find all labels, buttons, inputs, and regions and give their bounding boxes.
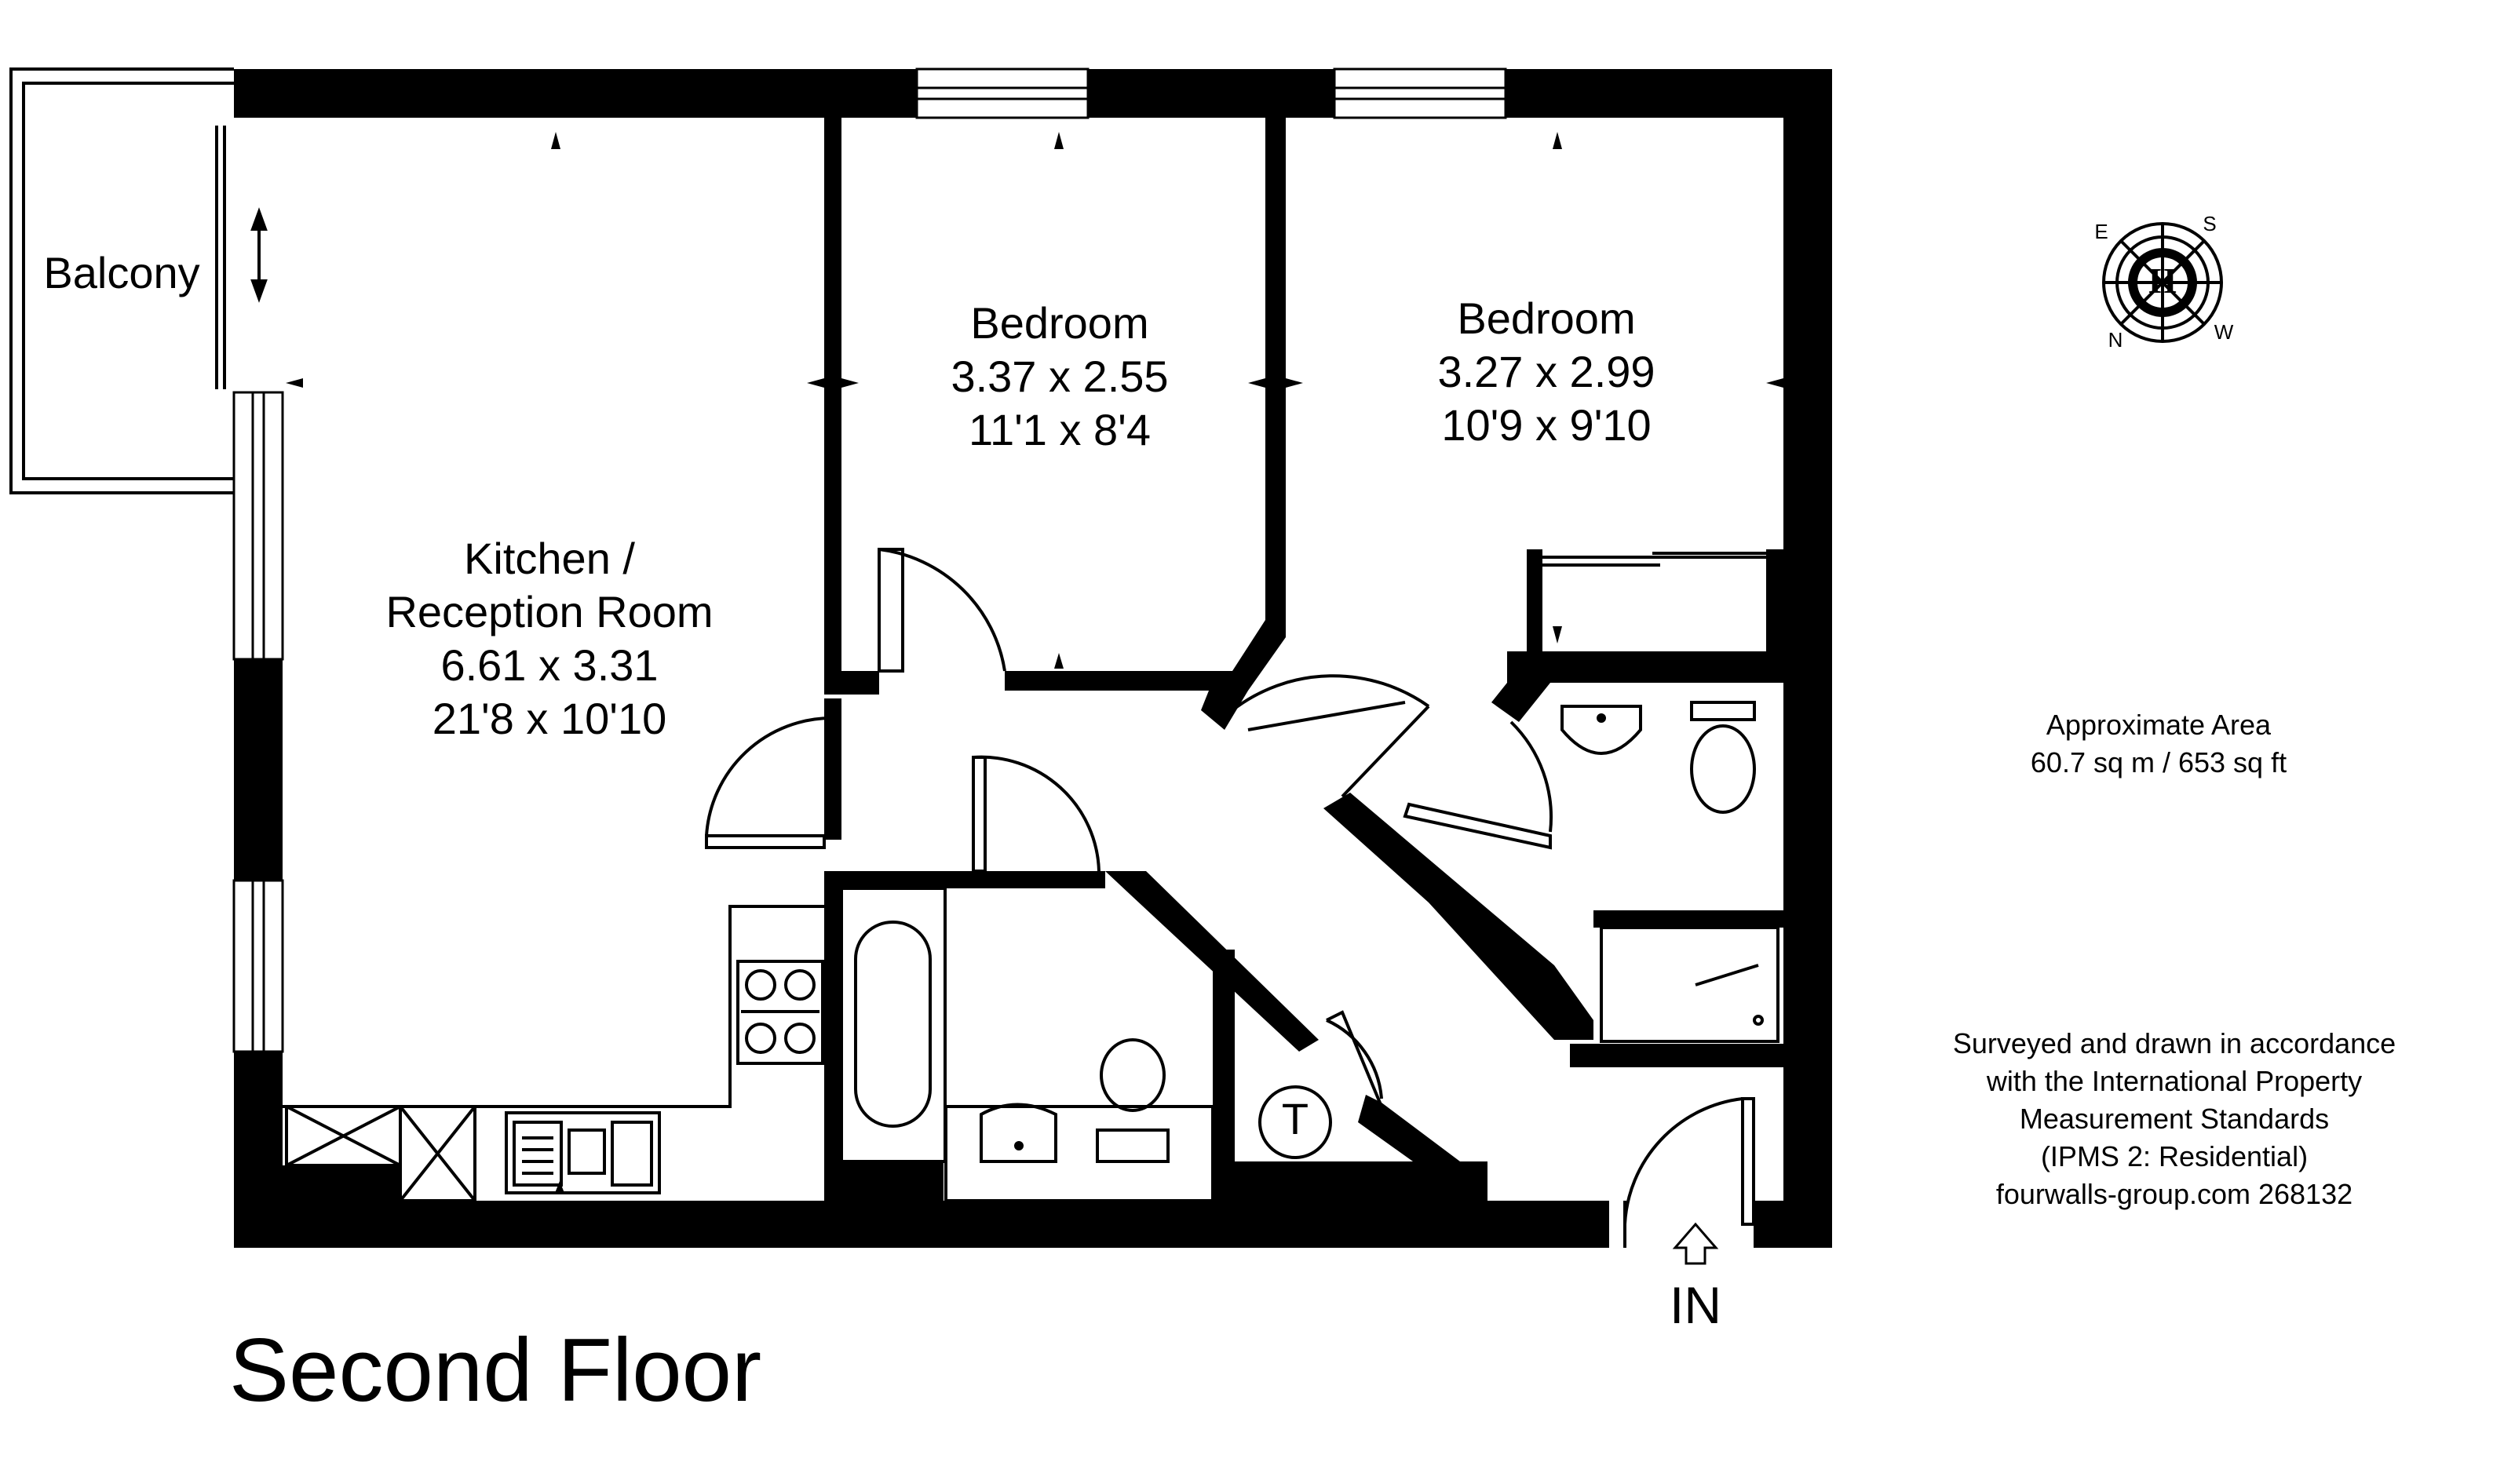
room-dimensions-imperial: 21'8 x 10'10 (432, 694, 667, 743)
survey-note-line: (IPMS 2: Residential) (2040, 1140, 2309, 1172)
survey-note-line: Surveyed and drawn in accordance (1952, 1027, 2396, 1059)
balcony-door-arrows (250, 207, 268, 303)
compass-letter-n: N (2108, 328, 2123, 352)
entrance-label: IN (1670, 1276, 1721, 1334)
room-dimensions-metric: 3.37 x 2.55 (951, 352, 1169, 401)
area-title: Approximate Area (2046, 709, 2272, 741)
compass-letter-e: E (2094, 220, 2108, 243)
survey-note-line: with the International Property (1986, 1065, 2363, 1097)
survey-note-line: Measurement Standards (2019, 1103, 2330, 1135)
room-dimensions-metric: 3.27 x 2.99 (1437, 347, 1655, 396)
room-name: Reception Room (385, 587, 714, 636)
room-dimensions-imperial: 11'1 x 8'4 (968, 405, 1152, 454)
room-name: Bedroom (1457, 294, 1636, 343)
window-openings (215, 67, 1507, 1053)
compass-letter-s: S (2203, 212, 2217, 235)
bathroom-fixtures (840, 701, 1779, 1202)
door-swings (705, 548, 1755, 1248)
bedroom-1-label: Bedroom 3.37 x 2.55 11'1 x 8'4 (863, 301, 1256, 461)
balcony-outline (9, 67, 234, 494)
kitchen-reception-label: Kitchen / Reception Room 6.61 x 3.31 21'… (345, 537, 754, 750)
dimension-markers (286, 132, 1783, 1193)
entrance-arrow-icon (1672, 1222, 1719, 1265)
compass-logo: H (2148, 261, 2177, 301)
room-name: Bedroom (970, 298, 1149, 348)
balcony-label: Balcony (24, 251, 220, 304)
cupboard-letter: T (1281, 1094, 1309, 1143)
compass-letter-w: W (2214, 320, 2234, 344)
survey-note: Surveyed and drawn in accordance with th… (1868, 1025, 2480, 1213)
room-name: Balcony (43, 248, 200, 297)
room-name: Kitchen / (464, 534, 635, 583)
approximate-area: Approximate Area 60.7 sq m / 653 sq ft (1986, 706, 2331, 782)
cupboard-label: T (1272, 1097, 1319, 1150)
cupboard-circle (1258, 1085, 1332, 1159)
interior-walls (283, 118, 1783, 1201)
kitchen-units (283, 905, 824, 1202)
room-dimensions-imperial: 10'9 x 9'10 (1441, 400, 1652, 450)
bedroom-2-label: Bedroom 3.27 x 2.99 10'9 x 9'10 (1350, 297, 1743, 457)
wardrobe (1542, 552, 1766, 567)
room-dimensions-metric: 6.61 x 3.31 (440, 640, 659, 690)
survey-note-line: fourwalls-group.com 268132 (1995, 1178, 2353, 1210)
area-value: 60.7 sq m / 653 sq ft (2030, 746, 2287, 778)
compass-icon (2102, 222, 2223, 343)
floor-title: Second Floor (229, 1321, 762, 1420)
